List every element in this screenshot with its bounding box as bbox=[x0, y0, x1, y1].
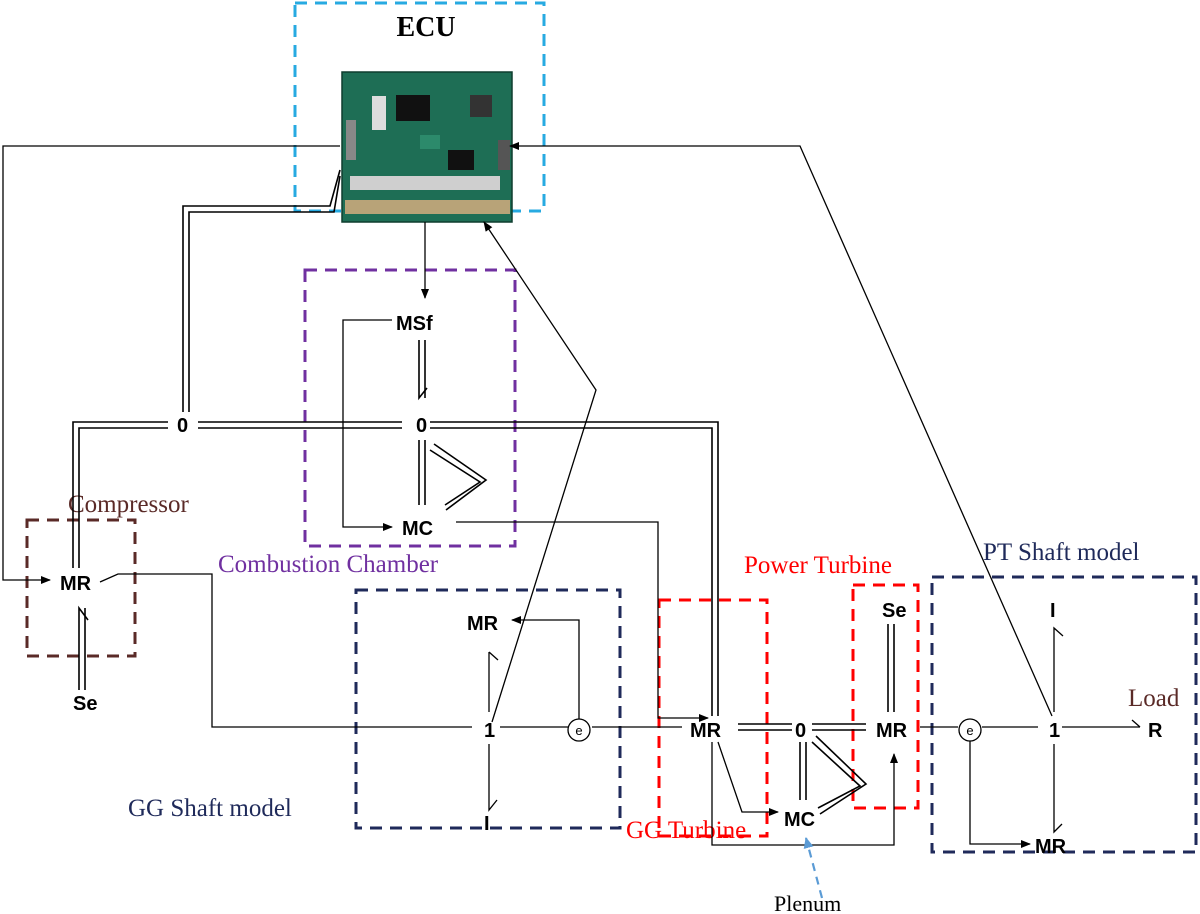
compressor-box bbox=[25, 518, 137, 658]
pt-se-node: Se bbox=[882, 600, 906, 622]
plenum-label: Plenum bbox=[774, 891, 841, 914]
gg-shaft-label: GG Shaft model bbox=[128, 795, 292, 822]
gg-one-node: 1 bbox=[484, 720, 495, 742]
ggt-mr-node: MR bbox=[690, 720, 722, 742]
pt-shaft-box bbox=[930, 575, 1198, 854]
power-turbine-box bbox=[851, 583, 920, 810]
pt-mr-node: MR bbox=[876, 720, 908, 742]
plenum-mc-node: MC bbox=[784, 809, 815, 831]
pt-shaft-label: PT Shaft model bbox=[983, 539, 1140, 566]
cc-mc-node: MC bbox=[402, 518, 433, 540]
ecu-board-image bbox=[341, 71, 513, 223]
cc-zero-node: 0 bbox=[416, 415, 427, 437]
ecu-title: ECU bbox=[396, 12, 455, 43]
compressor-label: Compressor bbox=[68, 491, 190, 518]
compressor-mr-node: MR bbox=[60, 573, 92, 595]
gg-e-node: e bbox=[575, 723, 582, 738]
gg-turbine-label: GG Turbine bbox=[626, 817, 746, 844]
power-turbine-label: Power Turbine bbox=[744, 552, 892, 579]
combustion-label: Combustion Chamber bbox=[218, 551, 439, 578]
pts-mr-node: MR bbox=[1035, 836, 1067, 858]
gg-mr-top-node: MR bbox=[467, 613, 499, 635]
junction-0-top-node: 0 bbox=[177, 415, 188, 437]
plenum-zero-node: 0 bbox=[795, 720, 806, 742]
load-r-node: R bbox=[1148, 720, 1163, 742]
load-label: Load bbox=[1128, 685, 1180, 712]
pts-i-node: I bbox=[1050, 600, 1056, 622]
gg-shaft-box bbox=[354, 588, 622, 830]
pts-one-node: 1 bbox=[1049, 720, 1060, 742]
pts-e-node: e bbox=[966, 723, 973, 738]
gg-i-node: I bbox=[484, 813, 490, 835]
bonds bbox=[72, 169, 895, 815]
combustion-box bbox=[303, 268, 517, 548]
signals bbox=[2, 142, 1141, 899]
compressor-se-node: Se bbox=[73, 693, 97, 715]
cc-msf-node: MSf bbox=[396, 313, 433, 335]
